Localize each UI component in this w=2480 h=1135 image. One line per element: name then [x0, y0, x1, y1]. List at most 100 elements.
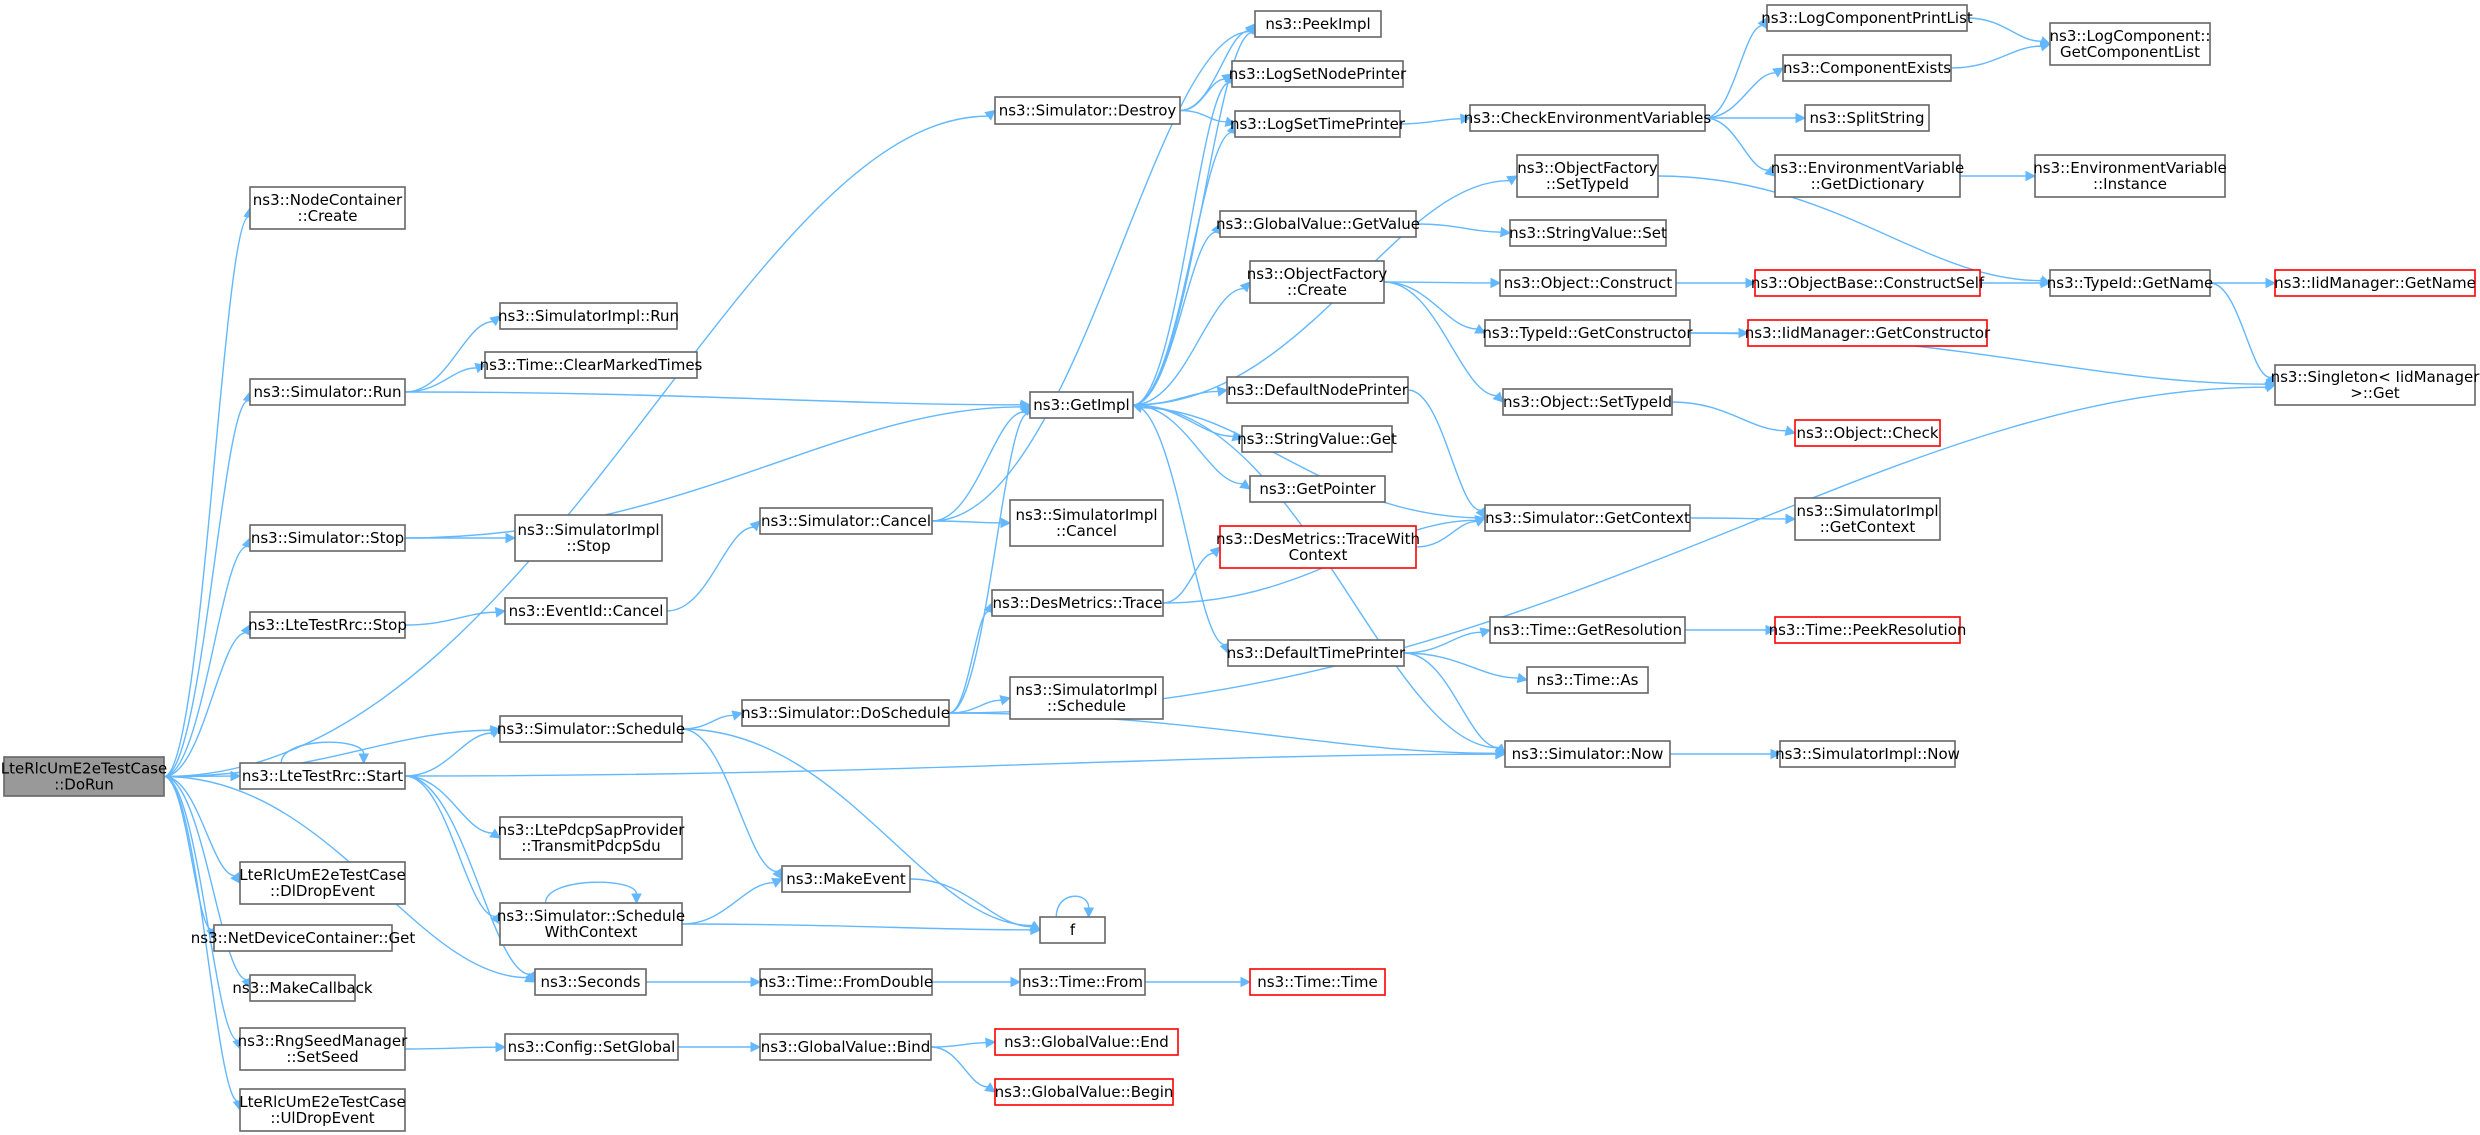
node-simgetctx[interactable]: ns3::Simulator::GetContext	[1484, 504, 1691, 532]
node-singletonget[interactable]: ns3::Singleton< IidManager>::Get	[2271, 364, 2480, 406]
node-box	[994, 1078, 1174, 1106]
node-deftimeprinter[interactable]: ns3::DefaultTimePrinter	[1227, 639, 1406, 667]
node-ofsettypeid[interactable]: ns3::ObjectFactory::SetTypeId	[1516, 154, 1659, 198]
node-root[interactable]: LteRlcUmE2eTestCase::DoRun	[1, 756, 167, 797]
node-simnow[interactable]: ns3::Simulator::Now	[1504, 740, 1671, 768]
node-getres[interactable]: ns3::Time::GetResolution	[1489, 616, 1686, 644]
node-peekres[interactable]: ns3::Time::PeekResolution	[1769, 616, 1967, 644]
node-simrun[interactable]: ns3::Simulator::Run	[249, 378, 406, 406]
edge-logcpl-logcomplist	[1966, 17, 2052, 47]
node-objconstruct[interactable]: ns3::Object::Construct	[1499, 269, 1677, 297]
node-objsettypeid[interactable]: ns3::Object::SetTypeId	[1502, 388, 1673, 416]
node-logcomplist[interactable]: ns3::LogComponent::GetComponentList	[2049, 22, 2211, 66]
node-label: ::Cancel	[1056, 522, 1117, 540]
node-ofcreate[interactable]: ns3::ObjectFactory::Create	[1247, 260, 1388, 304]
node-checkenv[interactable]: ns3::CheckEnvironmentVariables	[1464, 104, 1712, 132]
node-schedule[interactable]: ns3::Simulator::Schedule	[497, 715, 685, 743]
node-f[interactable]: f	[1039, 916, 1106, 944]
node-lognode[interactable]: ns3::LogSetNodePrinter	[1229, 60, 1407, 88]
node-box	[239, 1088, 406, 1132]
node-label: GetComponentList	[2060, 43, 2200, 61]
node-nodecreate[interactable]: ns3::NodeContainer::Create	[249, 186, 406, 230]
node-box	[1526, 666, 1649, 694]
node-envdict[interactable]: ns3::EnvironmentVariable::GetDictionary	[1771, 154, 1964, 198]
node-gvbegin[interactable]: ns3::GlobalValue::Begin	[994, 1078, 1174, 1106]
node-box	[1766, 4, 1968, 32]
node-ndcget[interactable]: ns3::NetDeviceContainer::Get	[191, 924, 416, 952]
node-box	[1249, 260, 1385, 304]
edge-getres-peekres	[1685, 624, 1777, 636]
node-logtime[interactable]: ns3::LogSetTimePrinter	[1230, 110, 1406, 138]
node-tidgetctor[interactable]: ns3::TypeId::GetConstructor	[1482, 319, 1693, 347]
node-uldrop[interactable]: LteRlcUmE2eTestCase::UlDropEvent	[239, 1088, 406, 1132]
node-box	[1516, 154, 1659, 198]
node-obconstructself[interactable]: ns3::ObjectBase::ConstructSelf	[1751, 269, 1985, 297]
node-objcheck[interactable]: ns3::Object::Check	[1794, 419, 1941, 447]
node-logcpl[interactable]: ns3::LogComponentPrintList	[1761, 4, 1973, 32]
node-label: ns3::Simulator::Run	[254, 383, 402, 401]
node-timetime[interactable]: ns3::Time::Time	[1249, 968, 1386, 996]
node-eventcancel[interactable]: ns3::EventId::Cancel	[504, 597, 668, 625]
node-label: ns3::NetDeviceContainer::Get	[191, 929, 416, 947]
node-simcancel[interactable]: ns3::Simulator::Cancel	[759, 507, 933, 535]
node-gvbind[interactable]: ns3::GlobalValue::Bind	[759, 1033, 932, 1061]
node-label: ::Create	[1287, 281, 1347, 299]
edge-simstop-implstop	[405, 532, 517, 544]
edge-makeevent-f	[909, 878, 1042, 932]
node-seconds[interactable]: ns3::Seconds	[534, 968, 647, 996]
node-dldrop[interactable]: LteRlcUmE2eTestCase::DlDropEvent	[239, 861, 406, 905]
node-iidgetctor[interactable]: ns3::IidManager::GetConstructor	[1745, 319, 1991, 347]
node-label: ns3::Time::ClearMarkedTimes	[480, 356, 703, 374]
node-implnow[interactable]: ns3::SimulatorImpl::Now	[1775, 740, 1960, 768]
node-pdcpsdu[interactable]: ns3::LtePdcpSapProvider::TransmitPdcpSdu	[498, 816, 686, 860]
node-makecb[interactable]: ns3::MakeCallback	[232, 974, 373, 1002]
node-setglobal[interactable]: ns3::Config::SetGlobal	[504, 1033, 679, 1061]
node-implgetctx[interactable]: ns3::SimulatorImpl::GetContext	[1794, 497, 1941, 541]
node-timefrom[interactable]: ns3::Time::From	[1019, 968, 1146, 996]
node-peekimpl[interactable]: ns3::PeekImpl	[1254, 10, 1382, 38]
node-box	[1029, 391, 1134, 419]
node-iidgetname[interactable]: ns3::IidManager::GetName	[2274, 269, 2476, 297]
node-box	[1469, 104, 1706, 132]
node-label: ns3::Simulator::Destroy	[999, 102, 1177, 120]
node-label: ::Create	[298, 207, 358, 225]
node-defnodeprinter[interactable]: ns3::DefaultNodePrinter	[1226, 376, 1409, 404]
node-getimpl[interactable]: ns3::GetImpl	[1029, 391, 1134, 419]
node-rngseed[interactable]: ns3::RngSeedManager::SetSeed	[238, 1027, 409, 1071]
node-destroy[interactable]: ns3::Simulator::Destroy	[994, 96, 1181, 125]
node-implschedule[interactable]: ns3::SimulatorImpl::Schedule	[1009, 676, 1164, 720]
node-timeas[interactable]: ns3::Time::As	[1526, 666, 1649, 694]
node-implrun[interactable]: ns3::SimulatorImpl::Run	[498, 302, 679, 330]
node-gvend[interactable]: ns3::GlobalValue::End	[994, 1028, 1179, 1056]
node-doschedule[interactable]: ns3::Simulator::DoSchedule	[741, 699, 950, 727]
edge-logtime-checkenv	[1399, 113, 1472, 125]
node-svget[interactable]: ns3::StringValue::Get	[1237, 425, 1397, 453]
node-getpointer[interactable]: ns3::GetPointer	[1249, 475, 1386, 503]
node-tidgetname[interactable]: ns3::TypeId::GetName	[2047, 269, 2213, 297]
node-desmtrace[interactable]: ns3::DesMetrics::Trace	[991, 589, 1164, 617]
node-gvgetvalue[interactable]: ns3::GlobalValue::GetValue	[1216, 210, 1420, 238]
node-clearmarked[interactable]: ns3::Time::ClearMarkedTimes	[480, 351, 703, 379]
node-makeevent[interactable]: ns3::MakeEvent	[781, 865, 911, 893]
edge-getimpl-svget	[1132, 404, 1244, 442]
node-label: ns3::DesMetrics::Trace	[993, 594, 1163, 612]
node-label: WithContext	[545, 923, 638, 941]
node-implstop[interactable]: ns3::SimulatorImpl::Stop	[514, 514, 663, 562]
node-fromdouble[interactable]: ns3::Time::FromDouble	[759, 968, 933, 996]
node-compexists[interactable]: ns3::ComponentExists	[1782, 54, 1952, 82]
node-simstop[interactable]: ns3::Simulator::Stop	[249, 524, 406, 552]
node-svset[interactable]: ns3::StringValue::Set	[1509, 219, 1667, 247]
node-envinstance[interactable]: ns3::EnvironmentVariable::Instance	[2033, 154, 2227, 198]
node-label: ns3::Time::PeekResolution	[1769, 621, 1967, 639]
node-label: ::GetDictionary	[1811, 175, 1925, 193]
node-rrcstart[interactable]: ns3::LteTestRrc::Start	[239, 762, 406, 790]
edge-root-simstop	[163, 536, 252, 778]
node-label: ns3::Object::SetTypeId	[1503, 393, 1672, 411]
edge-checkenv-envdict	[1704, 117, 1776, 177]
node-label: ns3::GlobalValue::Begin	[995, 1083, 1174, 1101]
node-rrcstop[interactable]: ns3::LteTestRrc::Stop	[248, 611, 407, 639]
node-implcancel[interactable]: ns3::SimulatorImpl::Cancel	[1009, 499, 1164, 547]
node-splitstring[interactable]: ns3::SplitString	[1804, 104, 1930, 132]
